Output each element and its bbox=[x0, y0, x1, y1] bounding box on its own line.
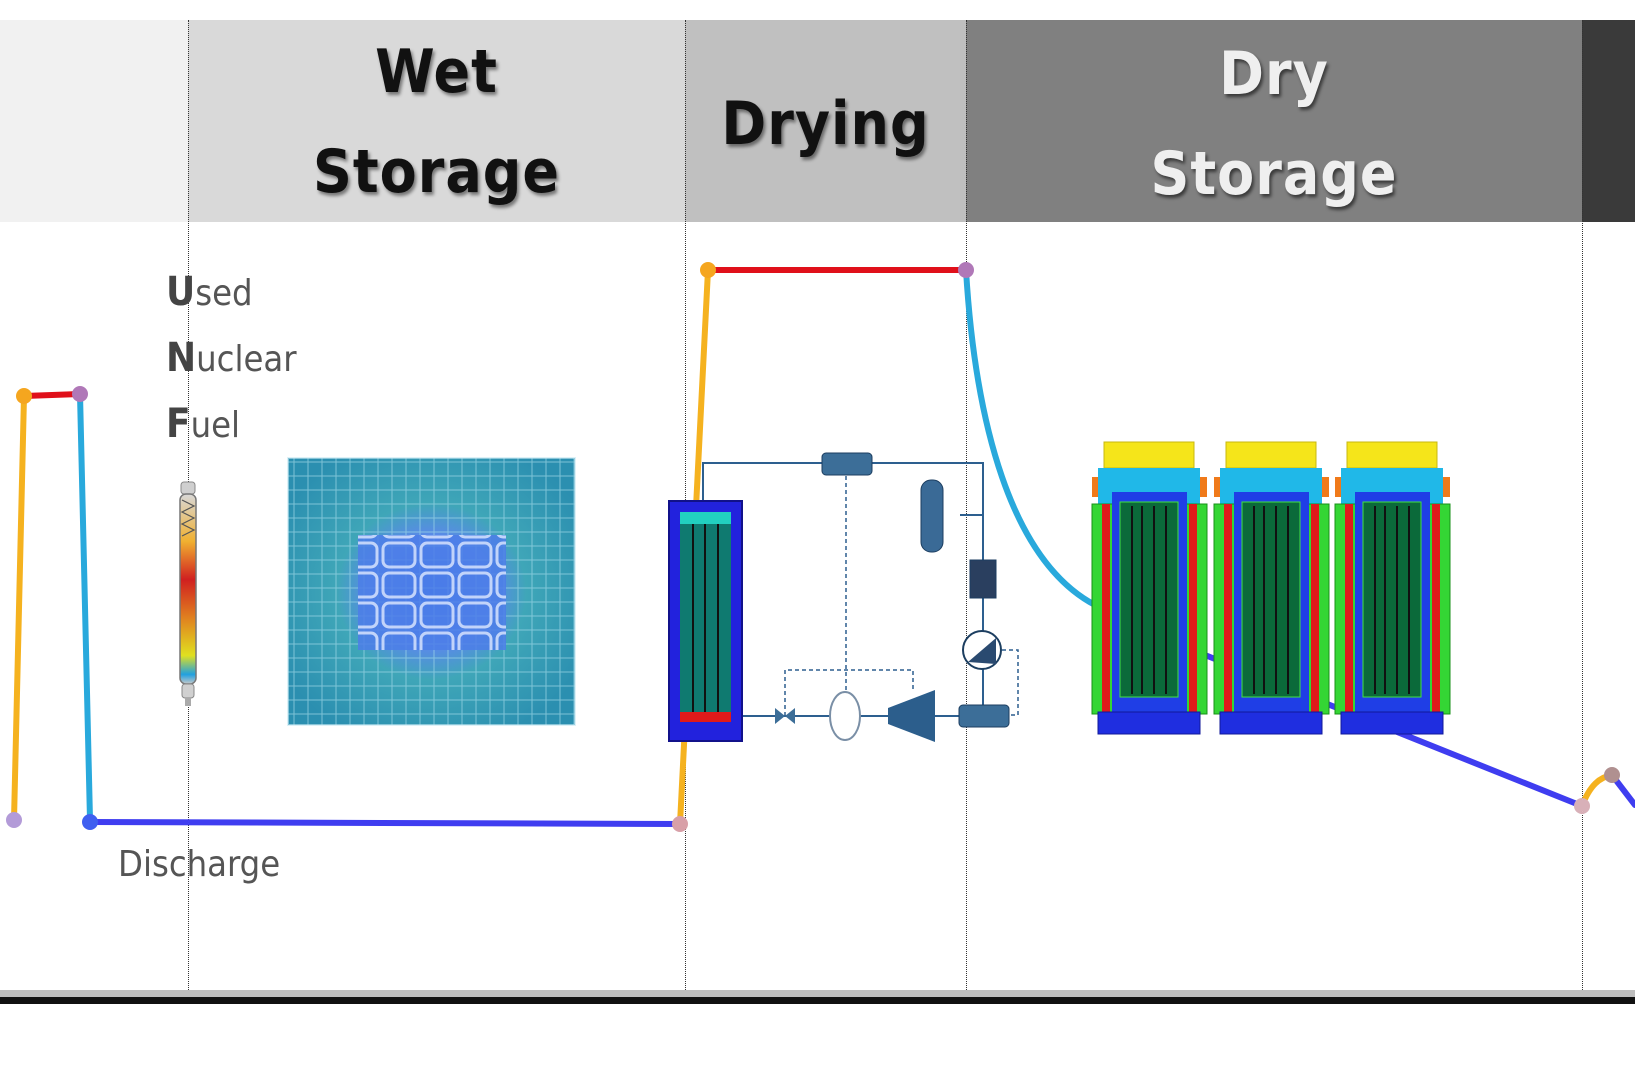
header-band-left bbox=[0, 20, 188, 222]
fuel-rod-icon bbox=[179, 481, 197, 706]
dry-storage-title-line2: Storage bbox=[1150, 139, 1398, 209]
path-node bbox=[1574, 798, 1590, 814]
path-segment-cool-2 bbox=[963, 267, 1098, 608]
label-word-nuclear: Nuclear bbox=[166, 335, 297, 381]
dry-storage-casks bbox=[1091, 441, 1451, 735]
discharge-label: Discharge bbox=[118, 844, 281, 885]
drying-components bbox=[775, 452, 1010, 742]
wet-storage-title-line1: Wet bbox=[375, 37, 498, 107]
dry-storage-cask-icon bbox=[1213, 441, 1330, 735]
label-word-used: Used bbox=[166, 269, 253, 315]
dry-storage-cask-icon bbox=[1091, 441, 1208, 735]
spent-fuel-pool-icon bbox=[287, 457, 576, 726]
heat-exchanger-bottom-icon bbox=[958, 704, 1010, 728]
path-node bbox=[958, 262, 974, 278]
wet-storage-title-line2: Storage bbox=[312, 137, 561, 207]
path-segment-warm-1 bbox=[11, 393, 27, 823]
time-axis bbox=[0, 997, 1635, 1004]
header-band-dry-storage: Dry Storage bbox=[966, 20, 1582, 222]
dry-storage-title: Dry Storage bbox=[966, 40, 1582, 208]
path-segment-cold-wet bbox=[87, 819, 683, 827]
path-node bbox=[700, 262, 716, 278]
header-band-right bbox=[1582, 20, 1635, 222]
phase-separator-4 bbox=[1582, 20, 1583, 1000]
header-band-wet-storage: Wet Storage bbox=[188, 20, 685, 222]
path-node bbox=[16, 388, 32, 404]
path-node bbox=[6, 812, 22, 828]
header-band-drying: Drying bbox=[685, 20, 966, 222]
heater-coil-icon bbox=[829, 691, 861, 741]
drying-canister-icon bbox=[668, 500, 743, 742]
path-node bbox=[672, 816, 688, 832]
wet-storage-title: Wet Storage bbox=[188, 38, 685, 206]
drying-title: Drying bbox=[721, 89, 930, 159]
path-segment-cool-1 bbox=[77, 391, 93, 823]
compressor-icon bbox=[888, 690, 935, 742]
path-node bbox=[1604, 767, 1620, 783]
used-nuclear-fuel-label: Used Nuclear Fuel bbox=[166, 260, 297, 458]
gas-bottle-icon bbox=[920, 479, 944, 553]
path-segment-hot-1 bbox=[21, 391, 83, 399]
dry-storage-cask-icon bbox=[1334, 441, 1451, 735]
heat-exchanger-top-icon bbox=[821, 452, 873, 476]
path-nodes bbox=[6, 262, 1620, 832]
path-node bbox=[82, 814, 98, 830]
filter-icon bbox=[969, 559, 997, 599]
dry-storage-title-line1: Dry bbox=[1219, 39, 1329, 109]
drying-pipe-dashed bbox=[784, 476, 1019, 716]
path-node bbox=[72, 386, 88, 402]
label-word-fuel: Fuel bbox=[166, 401, 241, 447]
valve-icon bbox=[775, 708, 795, 724]
phase-separator-3 bbox=[966, 20, 967, 1000]
